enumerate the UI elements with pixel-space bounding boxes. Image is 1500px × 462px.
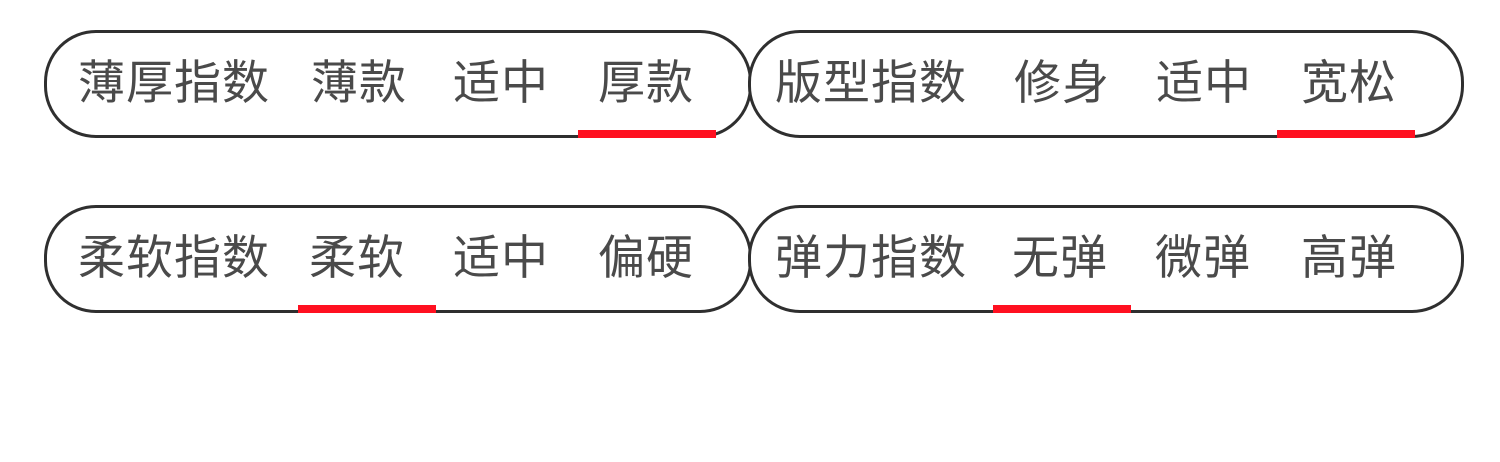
stretch-index-panel: 弹力指数 无弹 微弹 高弹 bbox=[748, 205, 1464, 313]
fit-option-slim[interactable]: 修身 bbox=[1014, 56, 1110, 111]
stretch-option-none[interactable]: 无弹 bbox=[1012, 231, 1108, 286]
thickness-option-thin[interactable]: 薄款 bbox=[311, 56, 407, 111]
thickness-index-panel: 薄厚指数 薄款 适中 厚款 bbox=[44, 30, 752, 138]
softness-index-label: 柔软指数 bbox=[78, 231, 270, 286]
softness-option-stiff[interactable]: 偏硬 bbox=[598, 231, 694, 286]
softness-index-panel: 柔软指数 柔软 适中 偏硬 bbox=[44, 205, 752, 313]
stretch-selected-underline bbox=[993, 305, 1131, 313]
fit-option-regular[interactable]: 适中 bbox=[1156, 56, 1252, 111]
fit-index-label: 版型指数 bbox=[775, 56, 967, 111]
fit-option-loose[interactable]: 宽松 bbox=[1301, 56, 1397, 111]
softness-option-soft[interactable]: 柔软 bbox=[309, 231, 405, 286]
softness-option-medium[interactable]: 适中 bbox=[453, 231, 549, 286]
stretch-option-slight[interactable]: 微弹 bbox=[1155, 231, 1251, 286]
thickness-index-label: 薄厚指数 bbox=[78, 56, 270, 111]
fit-index-panel: 版型指数 修身 适中 宽松 bbox=[748, 30, 1464, 138]
thickness-selected-underline bbox=[578, 130, 716, 138]
stretch-option-high[interactable]: 高弹 bbox=[1301, 231, 1397, 286]
fit-selected-underline bbox=[1277, 130, 1415, 138]
stretch-index-label: 弹力指数 bbox=[775, 231, 967, 286]
softness-selected-underline bbox=[298, 305, 436, 313]
thickness-option-medium[interactable]: 适中 bbox=[453, 56, 549, 111]
thickness-option-thick[interactable]: 厚款 bbox=[598, 56, 694, 111]
